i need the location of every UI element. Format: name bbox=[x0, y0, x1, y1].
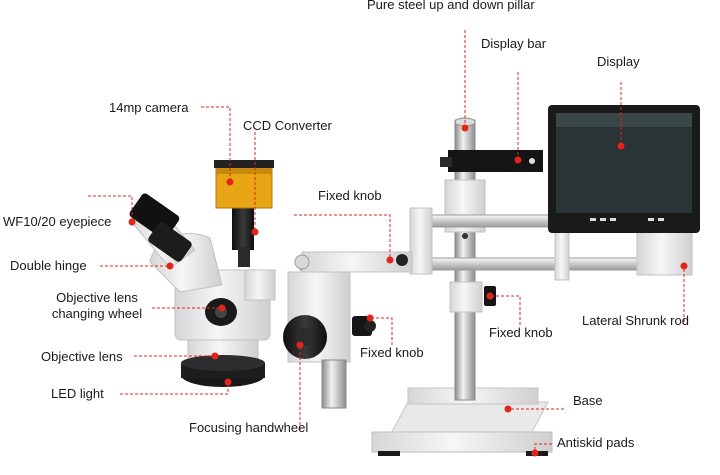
leader-line-camera bbox=[201, 106, 231, 182]
leader-dot-pads bbox=[531, 449, 539, 457]
leader-dot-ccd bbox=[251, 228, 259, 236]
leader-line-eyepiece bbox=[88, 195, 133, 222]
top-arm bbox=[294, 251, 413, 273]
label-hinge: Double hinge bbox=[10, 258, 87, 273]
display-monitor bbox=[548, 105, 700, 233]
label-lateral: Lateral Shrunk rod bbox=[582, 313, 689, 328]
label-eyepiece: WF10/20 eyepiece bbox=[3, 214, 112, 229]
objective-assembly bbox=[181, 339, 265, 387]
label-fixed-knob-right: Fixed knob bbox=[489, 325, 553, 340]
label-pads: Antiskid pads bbox=[557, 435, 635, 450]
leader-dot-wheel bbox=[218, 304, 226, 312]
leader-line-fixed-knob-right bbox=[490, 295, 521, 325]
label-fixed-knob-mid: Fixed knob bbox=[360, 345, 424, 360]
display-bar bbox=[440, 150, 543, 172]
leader-dot-fixed-knob-top bbox=[386, 256, 394, 264]
leader-dot-eyepiece bbox=[128, 218, 136, 226]
label-base: Base bbox=[573, 393, 603, 408]
label-ccd: CCD Converter bbox=[243, 118, 332, 133]
label-focusing: Focusing handwheel bbox=[189, 420, 309, 435]
leader-dot-lateral bbox=[680, 262, 688, 270]
leader-line-fixed-knob-mid bbox=[370, 317, 393, 345]
leader-dot-led bbox=[224, 378, 232, 386]
leader-line-fixed-knob-top bbox=[294, 214, 391, 260]
leader-dot-fixed-knob-mid bbox=[366, 314, 374, 322]
leader-dot-objective bbox=[211, 352, 219, 360]
eyepiece bbox=[129, 193, 192, 262]
label-led: LED light bbox=[51, 386, 104, 401]
label-pillar: Pure steel up and down pillar bbox=[367, 0, 535, 12]
label-display-bar: Display bar bbox=[481, 36, 547, 51]
label-wheel-line1: Objective lens bbox=[56, 290, 138, 305]
leader-dot-focusing bbox=[296, 341, 304, 349]
leader-line-led bbox=[120, 382, 229, 395]
label-camera: 14mp camera bbox=[109, 100, 189, 115]
leader-dot-camera bbox=[226, 178, 234, 186]
label-objective: Objective lens bbox=[41, 349, 123, 364]
leader-dot-display bbox=[617, 142, 625, 150]
leader-dot-base bbox=[504, 405, 512, 413]
label-wheel-line2: changing wheel bbox=[51, 306, 143, 321]
leader-dot-fixed-knob-right bbox=[486, 292, 494, 300]
leader-dot-display-bar bbox=[514, 156, 522, 164]
label-display: Display bbox=[597, 54, 640, 69]
label-fixed-knob-top: Fixed knob bbox=[318, 188, 382, 203]
leader-dot-hinge bbox=[166, 262, 174, 270]
leader-dot-pillar bbox=[461, 124, 469, 132]
camera-assembly bbox=[214, 160, 274, 267]
